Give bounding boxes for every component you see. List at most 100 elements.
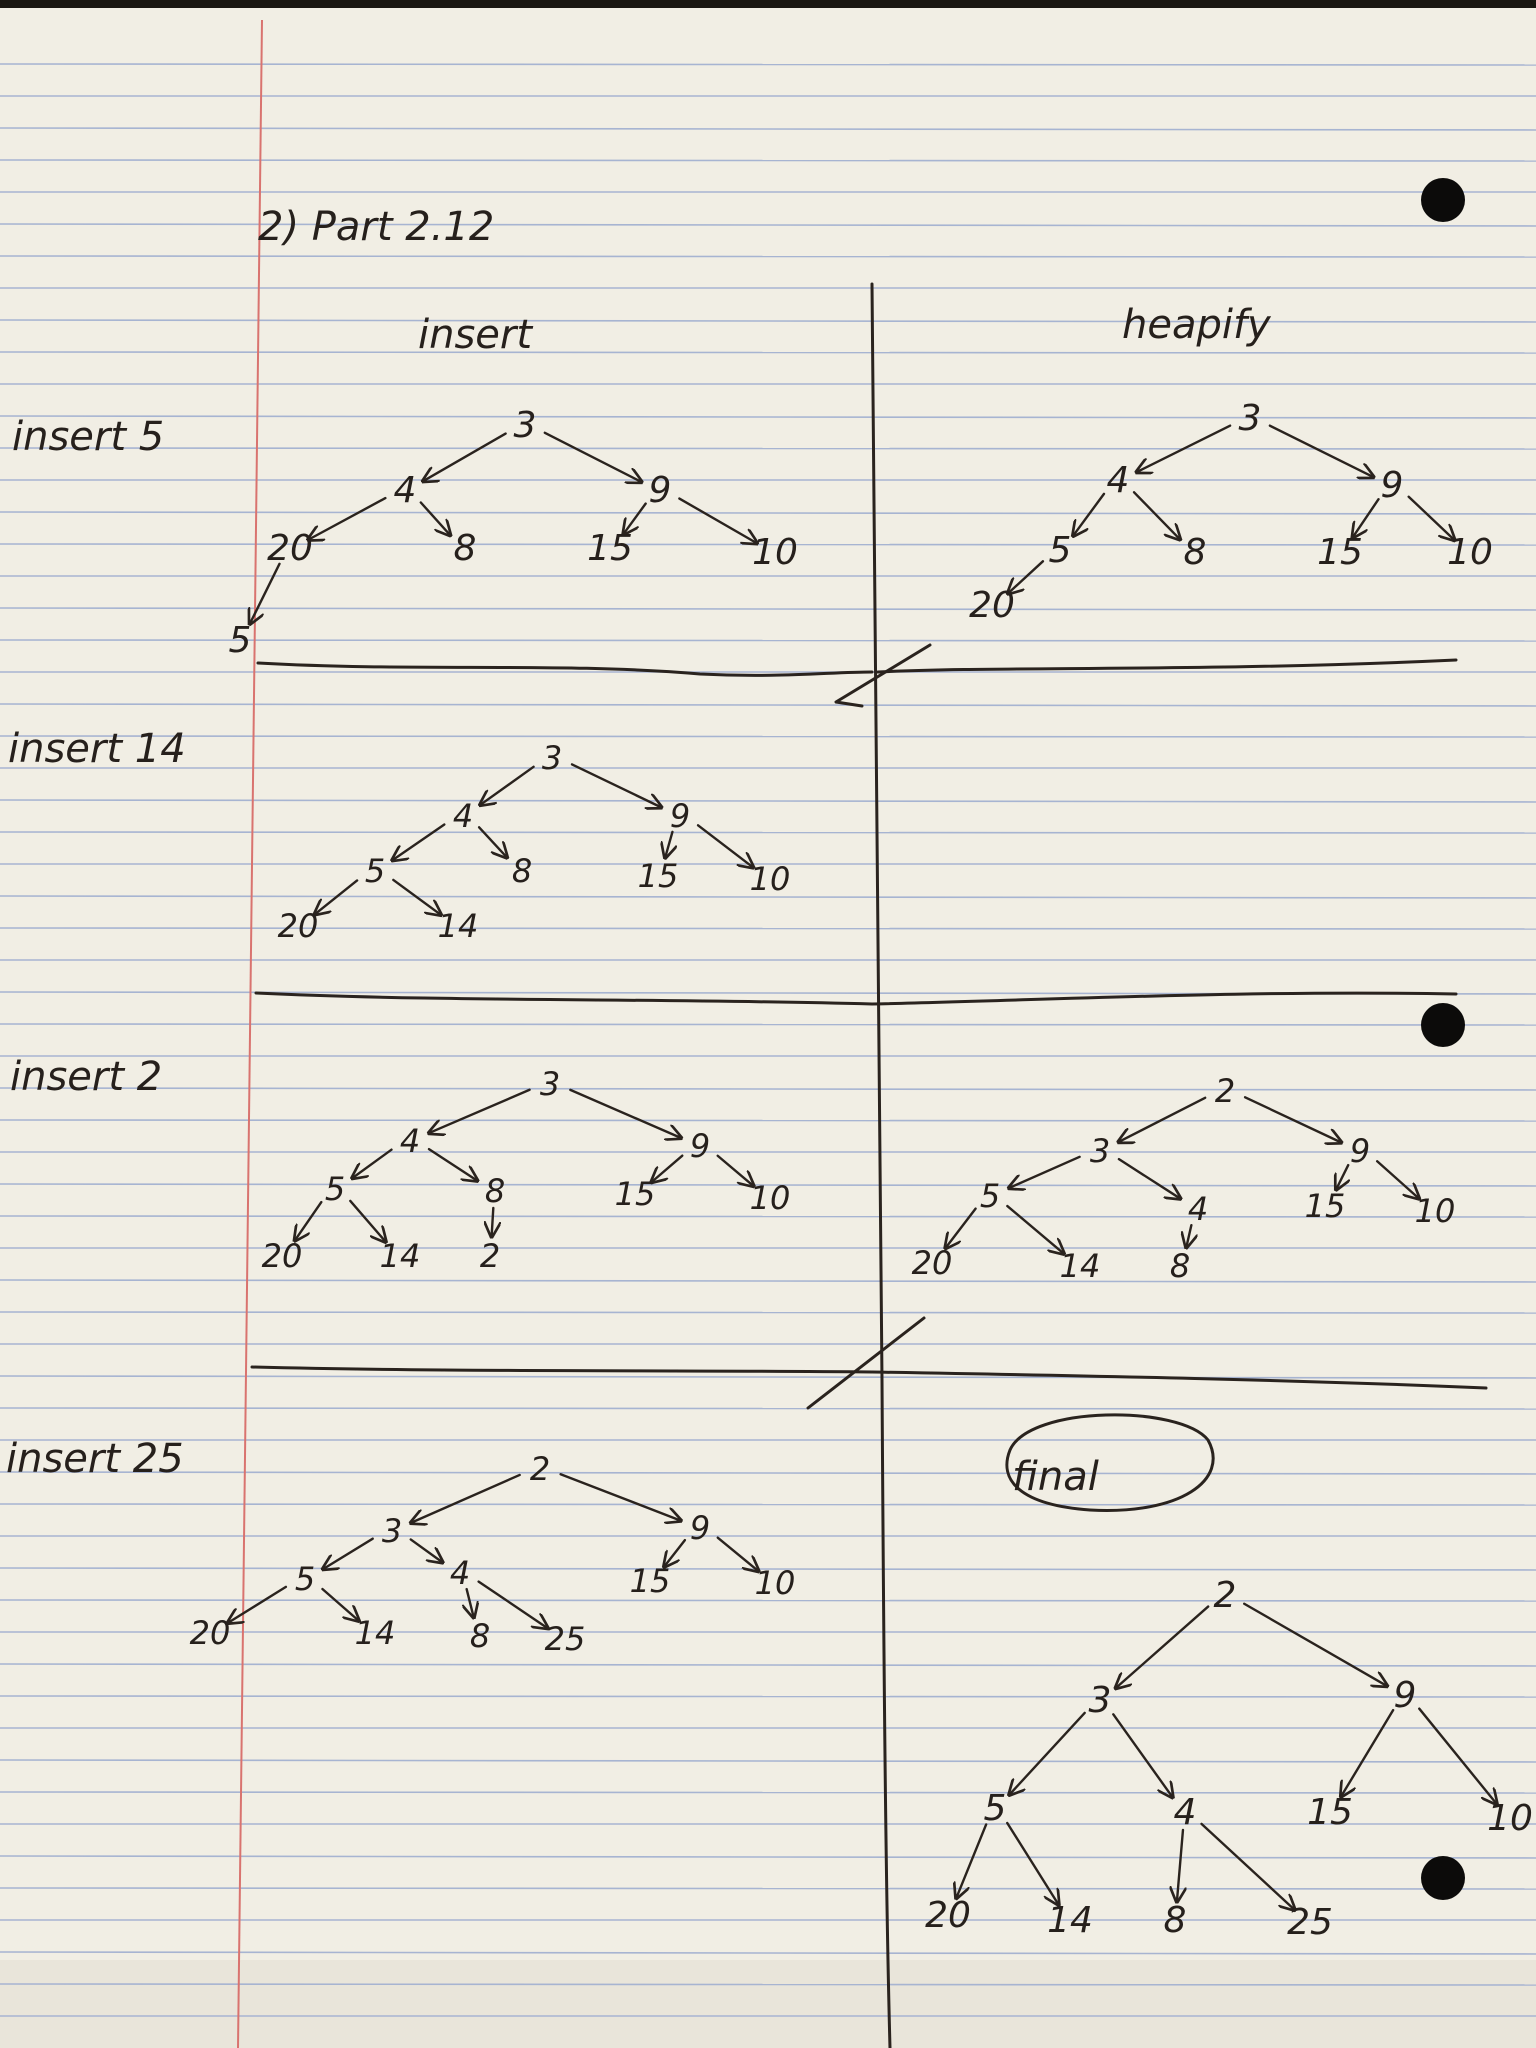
section-divider (254, 991, 1458, 1006)
tree-edge (716, 1536, 758, 1571)
tree-edge (1010, 1155, 1081, 1188)
tree-edge (492, 1206, 494, 1235)
tree-edge (324, 1537, 374, 1569)
tree-node: 15 (630, 1562, 671, 1600)
tree-edge (251, 562, 281, 623)
tree-edge (666, 830, 673, 856)
tree-node: 2 (1215, 1072, 1235, 1110)
tree-node: 3 (382, 1512, 402, 1550)
tree-edge (1010, 1711, 1086, 1794)
section-divider (256, 661, 874, 677)
tree-node: 10 (1447, 532, 1493, 573)
tree-edge (1120, 1096, 1207, 1142)
tree-edge (481, 765, 535, 804)
tree-edge (409, 1538, 442, 1561)
tree-edge (1112, 1713, 1171, 1796)
tree-node: 10 (750, 1179, 791, 1217)
tree-edge (1117, 1157, 1179, 1198)
tree-node: 10 (1487, 1798, 1533, 1839)
tree-edge (419, 501, 449, 535)
tree-edge (1009, 560, 1045, 592)
tree-edge (392, 878, 439, 914)
tree-node: 3 (514, 405, 537, 446)
tree-edge (229, 1585, 288, 1622)
tree-edge (624, 502, 647, 533)
tree-node: 8 (1164, 1900, 1187, 1941)
tree-edge (678, 497, 755, 543)
tree-node: 9 (1394, 1675, 1417, 1716)
tree-edge (477, 826, 506, 856)
tree-edge (653, 1154, 684, 1181)
tree-edge (412, 1473, 521, 1522)
tree-edge (665, 1538, 687, 1565)
tree-node: 15 (638, 857, 679, 895)
tree-node: 10 (1415, 1192, 1456, 1230)
tree-node: 9 (1350, 1132, 1370, 1170)
tree-node: 5 (980, 1177, 1000, 1215)
tree-node: 20 (925, 1895, 971, 1936)
section-divider (876, 658, 1458, 674)
tree-node: 4 (1188, 1190, 1208, 1228)
tree-edge (1337, 1163, 1348, 1188)
rule-lines (0, 63, 1536, 2017)
tree-node: 5 (365, 852, 385, 890)
transition-stroke (806, 1316, 926, 1410)
tree-node: 3 (1089, 1680, 1112, 1721)
tree-node: 20 (262, 1237, 303, 1275)
tree-edge (1074, 492, 1106, 535)
tree-node: 25 (1287, 1902, 1333, 1943)
tree-edge (957, 1823, 988, 1896)
tree-node: 9 (1381, 465, 1404, 506)
tree-node: 8 (1184, 532, 1207, 573)
tree-edge (296, 1200, 323, 1239)
tree-node: 5 (325, 1170, 345, 1208)
tree-node: 2 (1214, 1575, 1237, 1616)
tree-edge (430, 1088, 531, 1133)
tree-edge (570, 763, 660, 806)
punch-hole (1421, 178, 1465, 222)
tree-edge (467, 1587, 474, 1616)
tree-edge (1418, 1707, 1495, 1803)
tree-edge (1132, 491, 1179, 538)
tree-node: 5 (295, 1560, 315, 1598)
tree-node: 9 (690, 1509, 710, 1547)
tree-node: 2 (480, 1237, 500, 1275)
tree-node: 20 (267, 528, 313, 569)
tree-edge (316, 879, 359, 913)
tree-edge (1375, 1160, 1418, 1197)
tree-edge (1407, 495, 1454, 539)
tree-node: 10 (750, 860, 791, 898)
final-label: final (1012, 1454, 1099, 1500)
tree-node: 3 (1090, 1132, 1110, 1170)
tree-node: 4 (1174, 1792, 1197, 1833)
column-divider (870, 282, 892, 2048)
tree-node: 3 (542, 739, 562, 777)
tree-edge (946, 1207, 977, 1247)
row-label-insert-5: insert 5 (12, 414, 164, 460)
tree-node: 8 (485, 1172, 505, 1210)
paper-background (0, 8, 1536, 2048)
tree-node: 14 (380, 1237, 421, 1275)
transition-stroke (834, 643, 932, 708)
tree-node: 20 (190, 1614, 231, 1652)
tree-edge (1006, 1204, 1062, 1253)
paper-shadow-bottom (0, 1960, 1536, 2048)
row-label-insert-2: insert 2 (10, 1054, 162, 1100)
tree-edge (1243, 1096, 1340, 1142)
tree-edge (1006, 1821, 1058, 1903)
punch-hole (1421, 1856, 1465, 1900)
tree-edge (1117, 1605, 1210, 1688)
tree-node: 10 (755, 1564, 796, 1602)
tree-node: 5 (1049, 530, 1072, 571)
tree-node: 5 (984, 1788, 1007, 1829)
tree-node: 15 (615, 1175, 656, 1213)
tree-node: 8 (470, 1617, 490, 1655)
tree-node: 20 (278, 907, 319, 945)
tree-edge (716, 1154, 753, 1185)
tree-edge (1200, 1822, 1294, 1909)
tree-edge (1138, 424, 1232, 472)
